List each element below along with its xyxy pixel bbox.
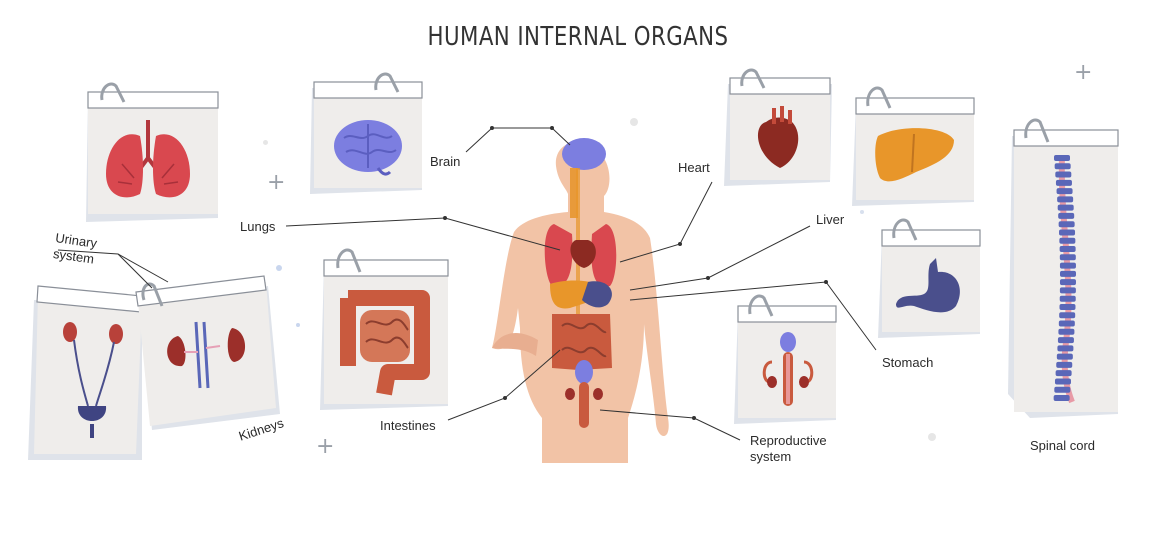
heart-icon — [757, 106, 799, 168]
vertebra — [1057, 204, 1074, 211]
brain-icon — [562, 138, 606, 170]
vertebra — [1056, 353, 1073, 360]
intestines-icon — [552, 314, 612, 370]
decor-dot — [928, 433, 936, 441]
liver-label: Liver — [816, 212, 845, 227]
urinary-card — [28, 285, 143, 460]
urinary-system-icon — [63, 322, 123, 438]
vertebra — [1059, 246, 1076, 253]
vertebra — [1053, 395, 1070, 401]
vertebra — [1059, 270, 1076, 277]
stomach-icon — [582, 281, 612, 308]
vertebra — [1059, 279, 1076, 286]
lungs-card — [86, 82, 219, 222]
decor-dot — [263, 140, 268, 145]
spinal-cord-icon — [1053, 155, 1076, 404]
stomach-label: Stomach — [882, 355, 934, 370]
vertebra — [1059, 312, 1076, 319]
vertebra — [1056, 361, 1073, 368]
vertebra — [1059, 303, 1076, 310]
lungs-icon — [544, 224, 617, 287]
vertebra — [1055, 171, 1072, 178]
vertebra — [1058, 328, 1075, 335]
vertebra — [1059, 254, 1076, 261]
brain-icon — [334, 120, 402, 176]
kidneys-card — [135, 275, 280, 430]
vertebra — [1057, 196, 1074, 203]
vertebra — [1054, 163, 1071, 170]
page-title: HUMAN INTERNAL ORGANS — [427, 22, 729, 52]
vertebra — [1059, 262, 1076, 269]
kidneys-icon — [167, 321, 246, 389]
brain-card — [310, 72, 423, 194]
decor-dot — [860, 210, 864, 214]
vertebra — [1058, 212, 1075, 219]
vertebra — [1059, 287, 1076, 294]
vertebra — [1057, 337, 1074, 344]
stomach-icon — [896, 258, 960, 313]
liver-icon — [875, 128, 954, 182]
lungs-icon — [106, 120, 190, 198]
vertebra — [1058, 221, 1075, 228]
intestines-label: Intestines — [380, 418, 436, 433]
vertebra — [1059, 237, 1076, 244]
sparkle-icon: + — [316, 434, 335, 459]
vertebra — [1055, 179, 1072, 186]
decor-dot — [630, 118, 638, 126]
brain-label: Brain — [430, 154, 461, 169]
lungs-label: Lungs — [240, 219, 276, 234]
reproductive-system-icon — [762, 332, 814, 406]
vertebra — [1054, 386, 1071, 393]
spinal-cord-card — [1008, 118, 1119, 418]
liver-card — [852, 86, 975, 206]
vertebra — [1055, 370, 1072, 377]
human-body-figure — [492, 138, 669, 463]
heart-icon — [570, 240, 596, 268]
vertebra — [1054, 155, 1070, 161]
spinal-cord-label: Spinal cord — [1030, 438, 1096, 453]
reproductive-system-label: Reproductive system — [750, 433, 827, 464]
heart-card — [724, 68, 832, 186]
vertebra — [1059, 295, 1076, 302]
vertebra — [1056, 188, 1073, 195]
vertebra — [1058, 320, 1075, 327]
vertebra — [1054, 378, 1071, 385]
stomach-card — [878, 218, 981, 338]
sparkle-icon: + — [267, 170, 286, 195]
vertebra — [1057, 345, 1074, 352]
heart-label: Heart — [678, 160, 710, 175]
intestines-card — [320, 248, 449, 410]
intestines-icon — [340, 290, 430, 396]
decor-dot — [276, 265, 282, 271]
reproductive-card — [734, 294, 837, 424]
sparkle-icon: + — [1074, 60, 1093, 85]
decor-dot — [296, 323, 300, 327]
vertebra — [1059, 229, 1076, 236]
